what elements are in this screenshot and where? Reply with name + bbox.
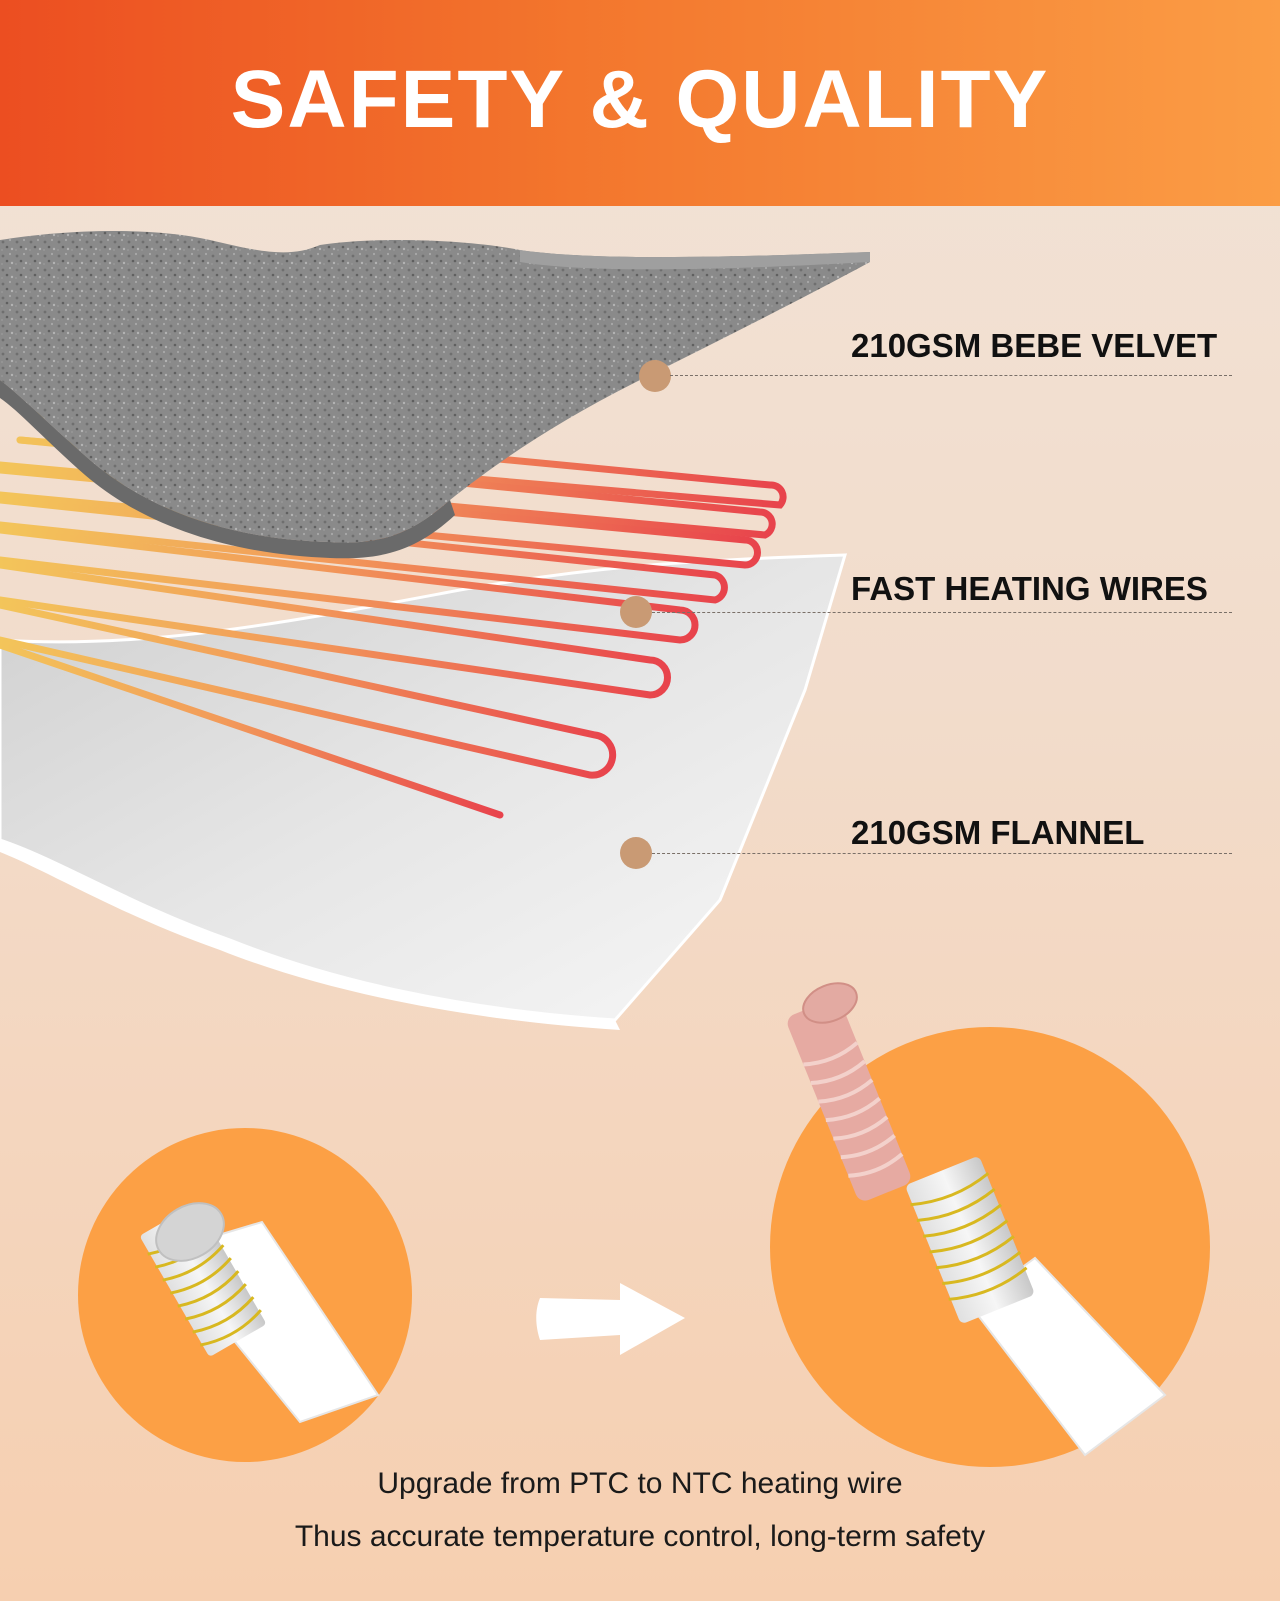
layer-label-flannel: 210GSM FLANNEL <box>851 814 1145 851</box>
layer-label-wires: FAST HEATING WIRES <box>851 570 1208 607</box>
ptc-wire-icon <box>78 1128 412 1462</box>
page-title: SAFETY & QUALITY <box>230 54 1050 145</box>
header-banner: SAFETY & QUALITY <box>0 0 1280 206</box>
heating-wires <box>0 411 787 819</box>
layer-marker-velvet <box>639 360 671 392</box>
ntc-wire-icon <box>770 982 1210 1467</box>
layer-marker-flannel <box>620 837 652 869</box>
leader-line-velvet <box>670 375 1232 376</box>
leader-line-wires <box>652 612 1232 613</box>
leader-line-flannel <box>652 853 1232 854</box>
velvet-layer <box>0 230 870 559</box>
layer-marker-wires <box>620 596 652 628</box>
layer-label-velvet: 210GSM BEBE VELVET <box>851 327 1218 364</box>
caption-line-1: Upgrade from PTC to NTC heating wire <box>377 1467 903 1500</box>
arrow-right-icon <box>536 1283 685 1355</box>
caption-line-2: Thus accurate temperature control, long-… <box>294 1520 986 1553</box>
